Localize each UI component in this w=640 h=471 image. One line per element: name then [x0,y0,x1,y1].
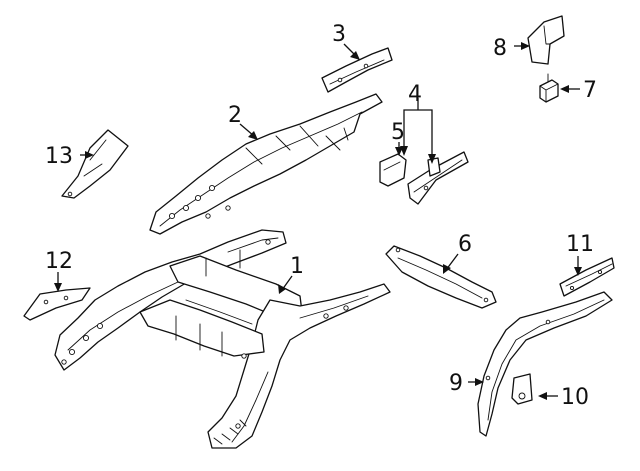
part-1-floor-frame [54,229,391,449]
part-11-rail-piece [559,257,615,297]
callout-11: 11 [566,232,594,257]
part-2-rear-rail [149,93,383,235]
part-8-corner-bracket [527,15,565,65]
callout-12: 12 [45,249,73,274]
callout-8: 8 [493,36,507,61]
part-12-gusset [23,287,91,321]
part-5-small-bracket [379,153,407,187]
callout-7: 7 [583,78,597,103]
callout-2: 2 [228,103,242,128]
callout-4: 4 [408,82,422,107]
callout-6: 6 [458,232,472,257]
callout-3: 3 [332,22,346,47]
callout-9: 9 [449,371,463,396]
part-7-clip [539,73,559,103]
callout-1: 1 [290,254,304,279]
callout-labels: 1 2 3 4 5 6 7 8 9 10 11 12 13 [45,22,597,410]
leader-lines [54,42,582,400]
part-6-floor-reinforcement [385,245,497,309]
part-9-side-extension [477,291,613,437]
part-13-side-gusset [61,129,129,199]
part-10-tab-bracket [511,373,533,405]
part-3-rail-extension [321,47,393,93]
callout-10: 10 [561,385,589,410]
part-4-bracket [407,151,469,205]
callout-13: 13 [45,144,73,169]
callout-5: 5 [391,120,405,145]
